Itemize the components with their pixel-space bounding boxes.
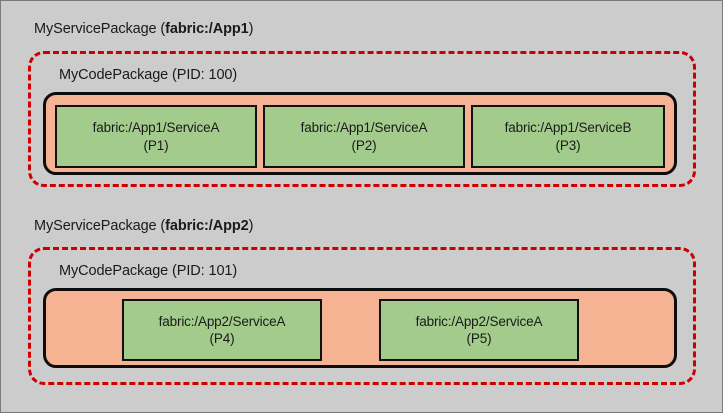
application-boundary-app1 [28,51,696,187]
code-package-label-app2: MyCodePackage (PID: 101) [59,263,238,279]
replica-name: fabric:/App2/ServiceA [415,313,543,329]
replica-name: fabric:/App1/ServiceB [504,120,632,136]
code-package-label-app1: MyCodePackage (PID: 100) [59,67,238,83]
replica-pid: (P5) [466,331,492,346]
application-boundary-app2 [28,247,696,385]
service-replica-p2[interactable]: fabric:/App1/ServiceA (P2) [263,105,465,168]
service-package-uri-app2: fabric:/App2 [165,218,249,234]
replica-pid: (P1) [143,137,169,153]
service-replica-p4[interactable]: fabric:/App2/ServiceA (P4) [122,299,322,361]
service-package-title-suffix: ) [248,21,254,37]
service-package-title-prefix: MyServicePackage ( [34,218,166,234]
service-replica-p3[interactable]: fabric:/App1/ServiceB (P3) [471,105,665,168]
replica-pid: (P3) [555,137,581,153]
code-package-host-app1: fabric:/App1/ServiceA (P1) fabric:/App1/… [43,92,677,175]
service-package-title-prefix: MyServicePackage ( [34,21,166,37]
replica-pid: (P2) [351,137,377,153]
replica-pid: (P4) [209,331,235,346]
service-package-title-app2: MyServicePackage (fabric:/App2) [34,218,253,234]
service-package-uri-app1: fabric:/App1 [165,21,249,37]
service-replica-p1[interactable]: fabric:/App1/ServiceA (P1) [55,105,257,168]
replica-name: fabric:/App1/ServiceA [300,120,428,136]
service-package-title-app1: MyServicePackage (fabric:/App1) [34,21,253,37]
service-package-title-suffix: ) [248,218,254,234]
replica-name: fabric:/App1/ServiceA [92,120,220,136]
code-package-host-app2: fabric:/App2/ServiceA (P4) fabric:/App2/… [43,288,677,368]
replica-name: fabric:/App2/ServiceA [158,313,286,329]
service-replica-p5[interactable]: fabric:/App2/ServiceA (P5) [379,299,579,361]
